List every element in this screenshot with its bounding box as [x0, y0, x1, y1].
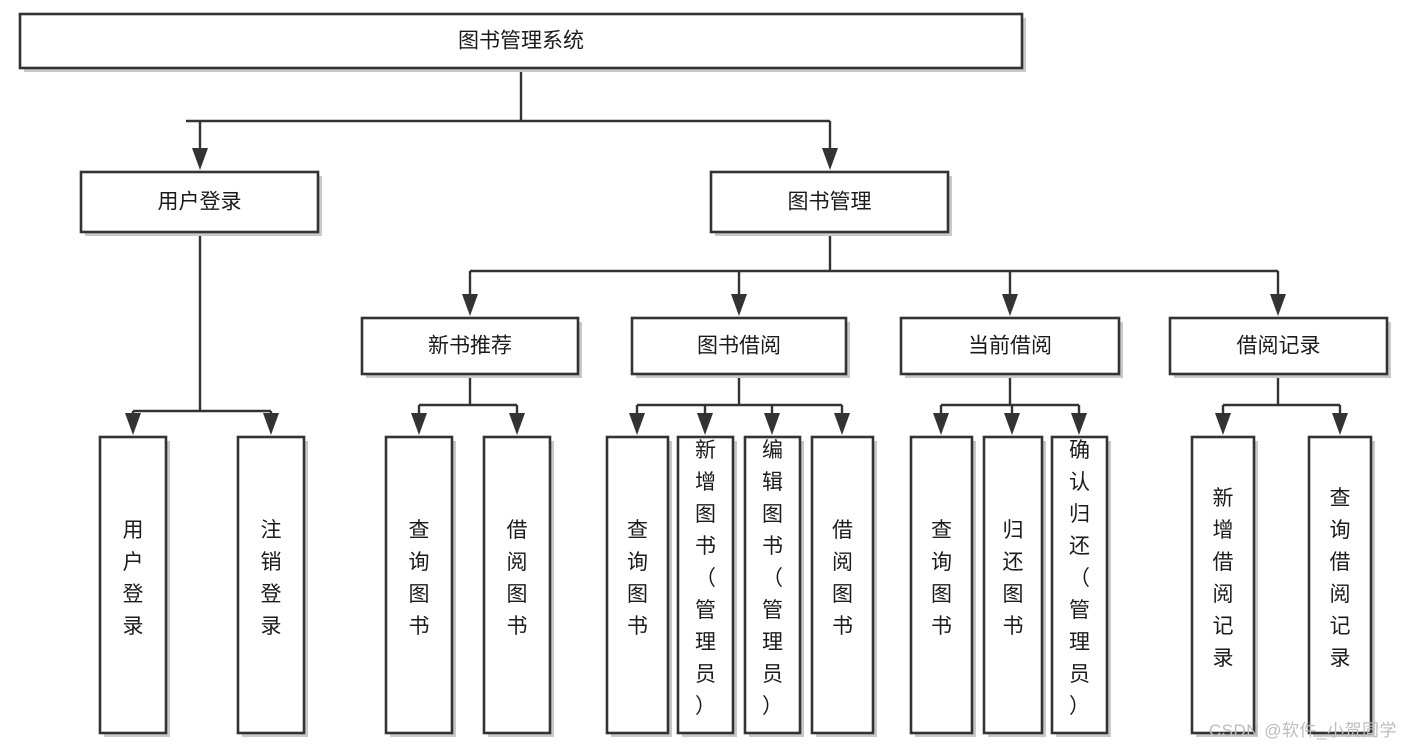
node-leaf-add-record[interactable]: 新增借阅记录: [1190, 435, 1258, 737]
arrow-to-leaf-query-book-borrow: [629, 405, 645, 435]
node-label: 确认归还（管理员）: [1069, 439, 1090, 718]
node-leaf-query-book-cur[interactable]: 查询图书: [909, 435, 976, 737]
node-box[interactable]: [630, 316, 848, 376]
arrow-to-leaf-query-book-new: [411, 405, 427, 435]
arrow-to-borrow-record: [1270, 271, 1286, 316]
node-label: 用户登录: [158, 191, 242, 214]
connector-bus-current-borrow: [941, 374, 1079, 407]
node-box[interactable]: [98, 435, 168, 735]
node-label: 借阅图书: [832, 519, 853, 638]
node-box[interactable]: [360, 316, 580, 376]
node-leaf-borrow-book[interactable]: 借阅图书: [810, 435, 877, 737]
node-box[interactable]: [743, 435, 802, 735]
node-box[interactable]: [482, 435, 552, 735]
node-box[interactable]: [982, 435, 1044, 735]
node-label: 编辑图书（管理员）: [762, 439, 783, 718]
node-leaf-return-book[interactable]: 归还图书: [982, 435, 1046, 737]
node-label: 用户登录: [123, 519, 144, 638]
node-label: 图书管理: [788, 191, 872, 214]
connector-bus-user-login: [133, 232, 271, 413]
node-leaf-add-book[interactable]: 新增图书（管理员）: [676, 435, 737, 737]
arrow-to-leaf-query-book-cur: [933, 405, 949, 435]
node-user-login[interactable]: 用户登录: [79, 170, 322, 236]
node-box[interactable]: [1190, 435, 1256, 735]
node-new-book-rec[interactable]: 新书推荐: [360, 316, 582, 378]
node-label: 新书推荐: [428, 335, 512, 358]
node-box[interactable]: [384, 435, 454, 735]
node-label: 借阅记录: [1237, 335, 1321, 358]
node-box[interactable]: [79, 170, 320, 234]
node-label: 归还图书: [1003, 519, 1024, 638]
arrow-to-leaf-edit-book: [764, 405, 780, 435]
node-leaf-query-book-borrow[interactable]: 查询图书: [605, 435, 672, 737]
arrow-to-book-manage: [822, 121, 838, 170]
node-box[interactable]: [1168, 316, 1389, 376]
connector-layer: [125, 68, 1348, 435]
node-leaf-query-record[interactable]: 查询借阅记录: [1307, 435, 1375, 737]
connector-bus-book-borrow: [637, 374, 842, 407]
arrow-to-leaf-borrow-book-new: [509, 405, 525, 435]
node-label: 新增借阅记录: [1213, 487, 1234, 670]
node-root[interactable]: 图书管理系统: [18, 12, 1026, 72]
node-label: 图书管理系统: [458, 30, 584, 53]
node-current-borrow[interactable]: 当前借阅: [899, 316, 1123, 378]
connector-bus-borrow-record: [1223, 374, 1340, 407]
node-label: 查询图书: [409, 519, 430, 638]
node-box[interactable]: [605, 435, 670, 735]
node-box[interactable]: [1307, 435, 1373, 735]
arrow-to-leaf-user-logout: [263, 411, 279, 435]
connector-bus-book-manage: [470, 232, 1278, 273]
node-box[interactable]: [236, 435, 306, 735]
node-box[interactable]: [1050, 435, 1109, 735]
node-box[interactable]: [909, 435, 974, 735]
node-label: 查询借阅记录: [1330, 487, 1351, 670]
node-label: 查询图书: [627, 519, 648, 638]
arrow-to-book-borrow: [731, 271, 747, 316]
arrow-to-new-book-rec: [462, 271, 478, 316]
arrow-to-leaf-add-book: [697, 405, 713, 435]
node-leaf-edit-book[interactable]: 编辑图书（管理员）: [743, 435, 804, 737]
arrow-to-leaf-borrow-book: [834, 405, 850, 435]
arrow-to-leaf-confirm-return: [1071, 405, 1087, 435]
node-borrow-record[interactable]: 借阅记录: [1168, 316, 1391, 378]
node-layer: 图书管理系统用户登录图书管理新书推荐图书借阅当前借阅借阅记录用户登录注销登录查询…: [18, 12, 1391, 737]
node-leaf-query-book-new[interactable]: 查询图书: [384, 435, 456, 737]
node-label: 借阅图书: [507, 519, 528, 638]
arrow-to-current-borrow: [1002, 271, 1018, 316]
node-box[interactable]: [899, 316, 1121, 376]
node-box[interactable]: [709, 170, 950, 234]
arrow-to-leaf-return-book: [1004, 405, 1020, 435]
arrow-to-user-login: [192, 121, 208, 170]
node-box[interactable]: [18, 12, 1024, 70]
node-book-manage[interactable]: 图书管理: [709, 170, 952, 236]
node-box[interactable]: [810, 435, 875, 735]
arrow-to-leaf-query-record: [1332, 405, 1348, 435]
node-leaf-user-logout[interactable]: 注销登录: [236, 435, 308, 737]
node-label: 查询图书: [931, 519, 952, 638]
arrow-to-leaf-user-login: [125, 411, 141, 435]
node-box[interactable]: [676, 435, 735, 735]
node-label: 图书借阅: [697, 335, 781, 358]
connector-bus-root: [186, 68, 830, 123]
node-label: 当前借阅: [968, 335, 1052, 358]
node-leaf-borrow-book-new[interactable]: 借阅图书: [482, 435, 554, 737]
connector-bus-new-book: [419, 374, 517, 407]
node-book-borrow[interactable]: 图书借阅: [630, 316, 850, 378]
arrow-to-leaf-add-record: [1215, 405, 1231, 435]
node-leaf-user-login[interactable]: 用户登录: [98, 435, 170, 737]
node-label: 注销登录: [261, 519, 282, 638]
node-leaf-confirm-return[interactable]: 确认归还（管理员）: [1050, 435, 1111, 737]
node-label: 新增图书（管理员）: [695, 439, 716, 718]
